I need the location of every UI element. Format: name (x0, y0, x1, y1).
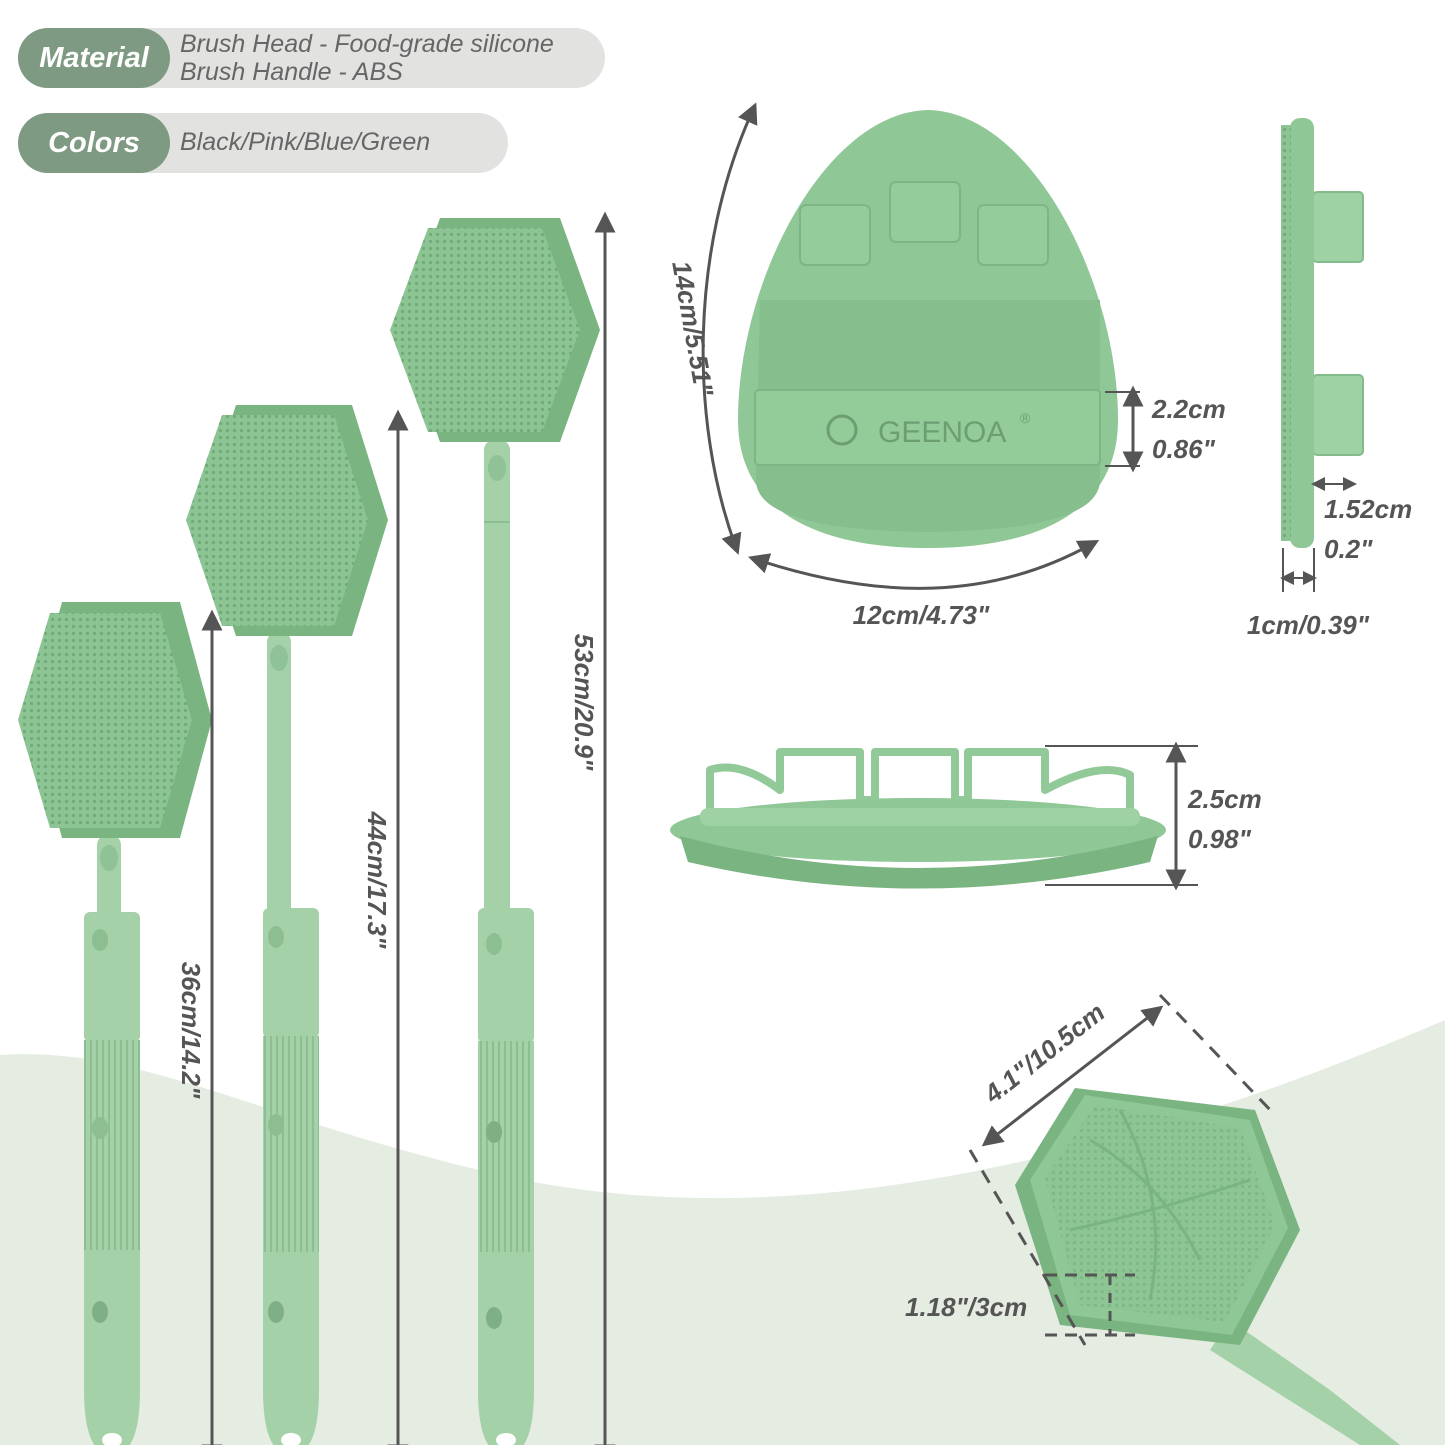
medium-length-label: 44cm/17.3" (362, 811, 392, 949)
side-depth-in: 0.2" (1324, 534, 1373, 564)
strap-height-cm: 2.2cm (1151, 394, 1226, 424)
long-brush (390, 218, 600, 1445)
mitt-width-arc (748, 539, 1100, 590)
brand-name: GEENOA (878, 416, 1006, 449)
bristle-label: 1.18"/3cm (905, 1292, 1027, 1322)
colors-text: Black/Pink/Blue/Green (180, 128, 431, 156)
strap-height-in: 0.86" (1152, 434, 1216, 464)
short-brush (18, 602, 212, 1445)
short-length-label: 36cm/14.2" (176, 962, 206, 1099)
mitt-height-arc (701, 102, 758, 555)
side-depth-cm: 1.52cm (1324, 494, 1412, 524)
long-length-label: 53cm/20.9" (569, 634, 599, 771)
material-tag: Material (18, 28, 170, 88)
background-wave (0, 1020, 1445, 1445)
mitt-front: GEENOA ® (738, 110, 1118, 548)
head-width-dash-b (1158, 993, 1277, 1117)
colors-tag: Colors (18, 113, 170, 173)
mitt-width-label: 12cm/4.73" (853, 600, 990, 630)
material-handle-text: Brush Handle - ABS (180, 58, 403, 86)
mitt-height-label: 14cm/5.51" (666, 259, 719, 399)
brand-registered-mark: ® (1020, 410, 1031, 426)
brand-logo-icon (826, 414, 858, 446)
profile-height-in: 0.98" (1188, 824, 1252, 854)
head-width-dash-a (968, 1149, 1087, 1346)
material-head-text: Brush Head - Food-grade silicone (180, 30, 554, 58)
mitt-profile (670, 748, 1166, 889)
side-base-label: 1cm/0.39" (1247, 610, 1370, 640)
medium-brush (186, 405, 388, 1445)
profile-height-cm: 2.5cm (1187, 784, 1262, 814)
mitt-side (1281, 118, 1364, 548)
head-width-line (981, 1005, 1164, 1147)
